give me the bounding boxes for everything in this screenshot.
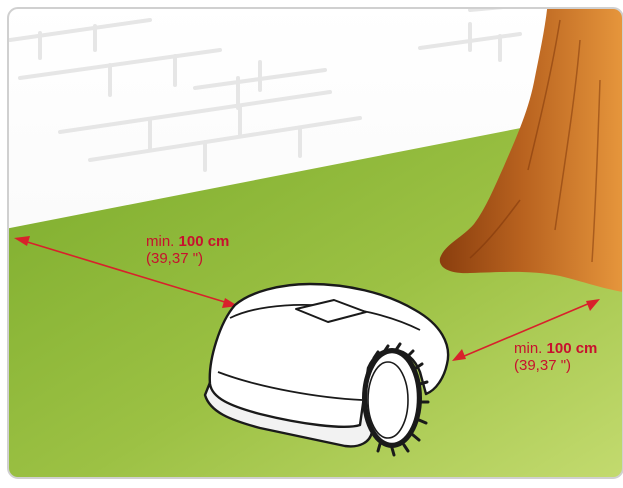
left-clearance-value: 100 cm <box>179 233 230 250</box>
left-clearance-label: min. 100 cm (39,37 ") <box>146 233 229 267</box>
right-clearance-imperial: (39,37 ") <box>514 357 571 374</box>
right-clearance-label: min. 100 cm (39,37 ") <box>514 340 597 374</box>
right-clearance-value: 100 cm <box>547 340 598 357</box>
right-clearance-prefix: min. <box>514 340 547 357</box>
left-clearance-imperial: (39,37 ") <box>146 250 203 267</box>
left-clearance-prefix: min. <box>146 233 179 250</box>
